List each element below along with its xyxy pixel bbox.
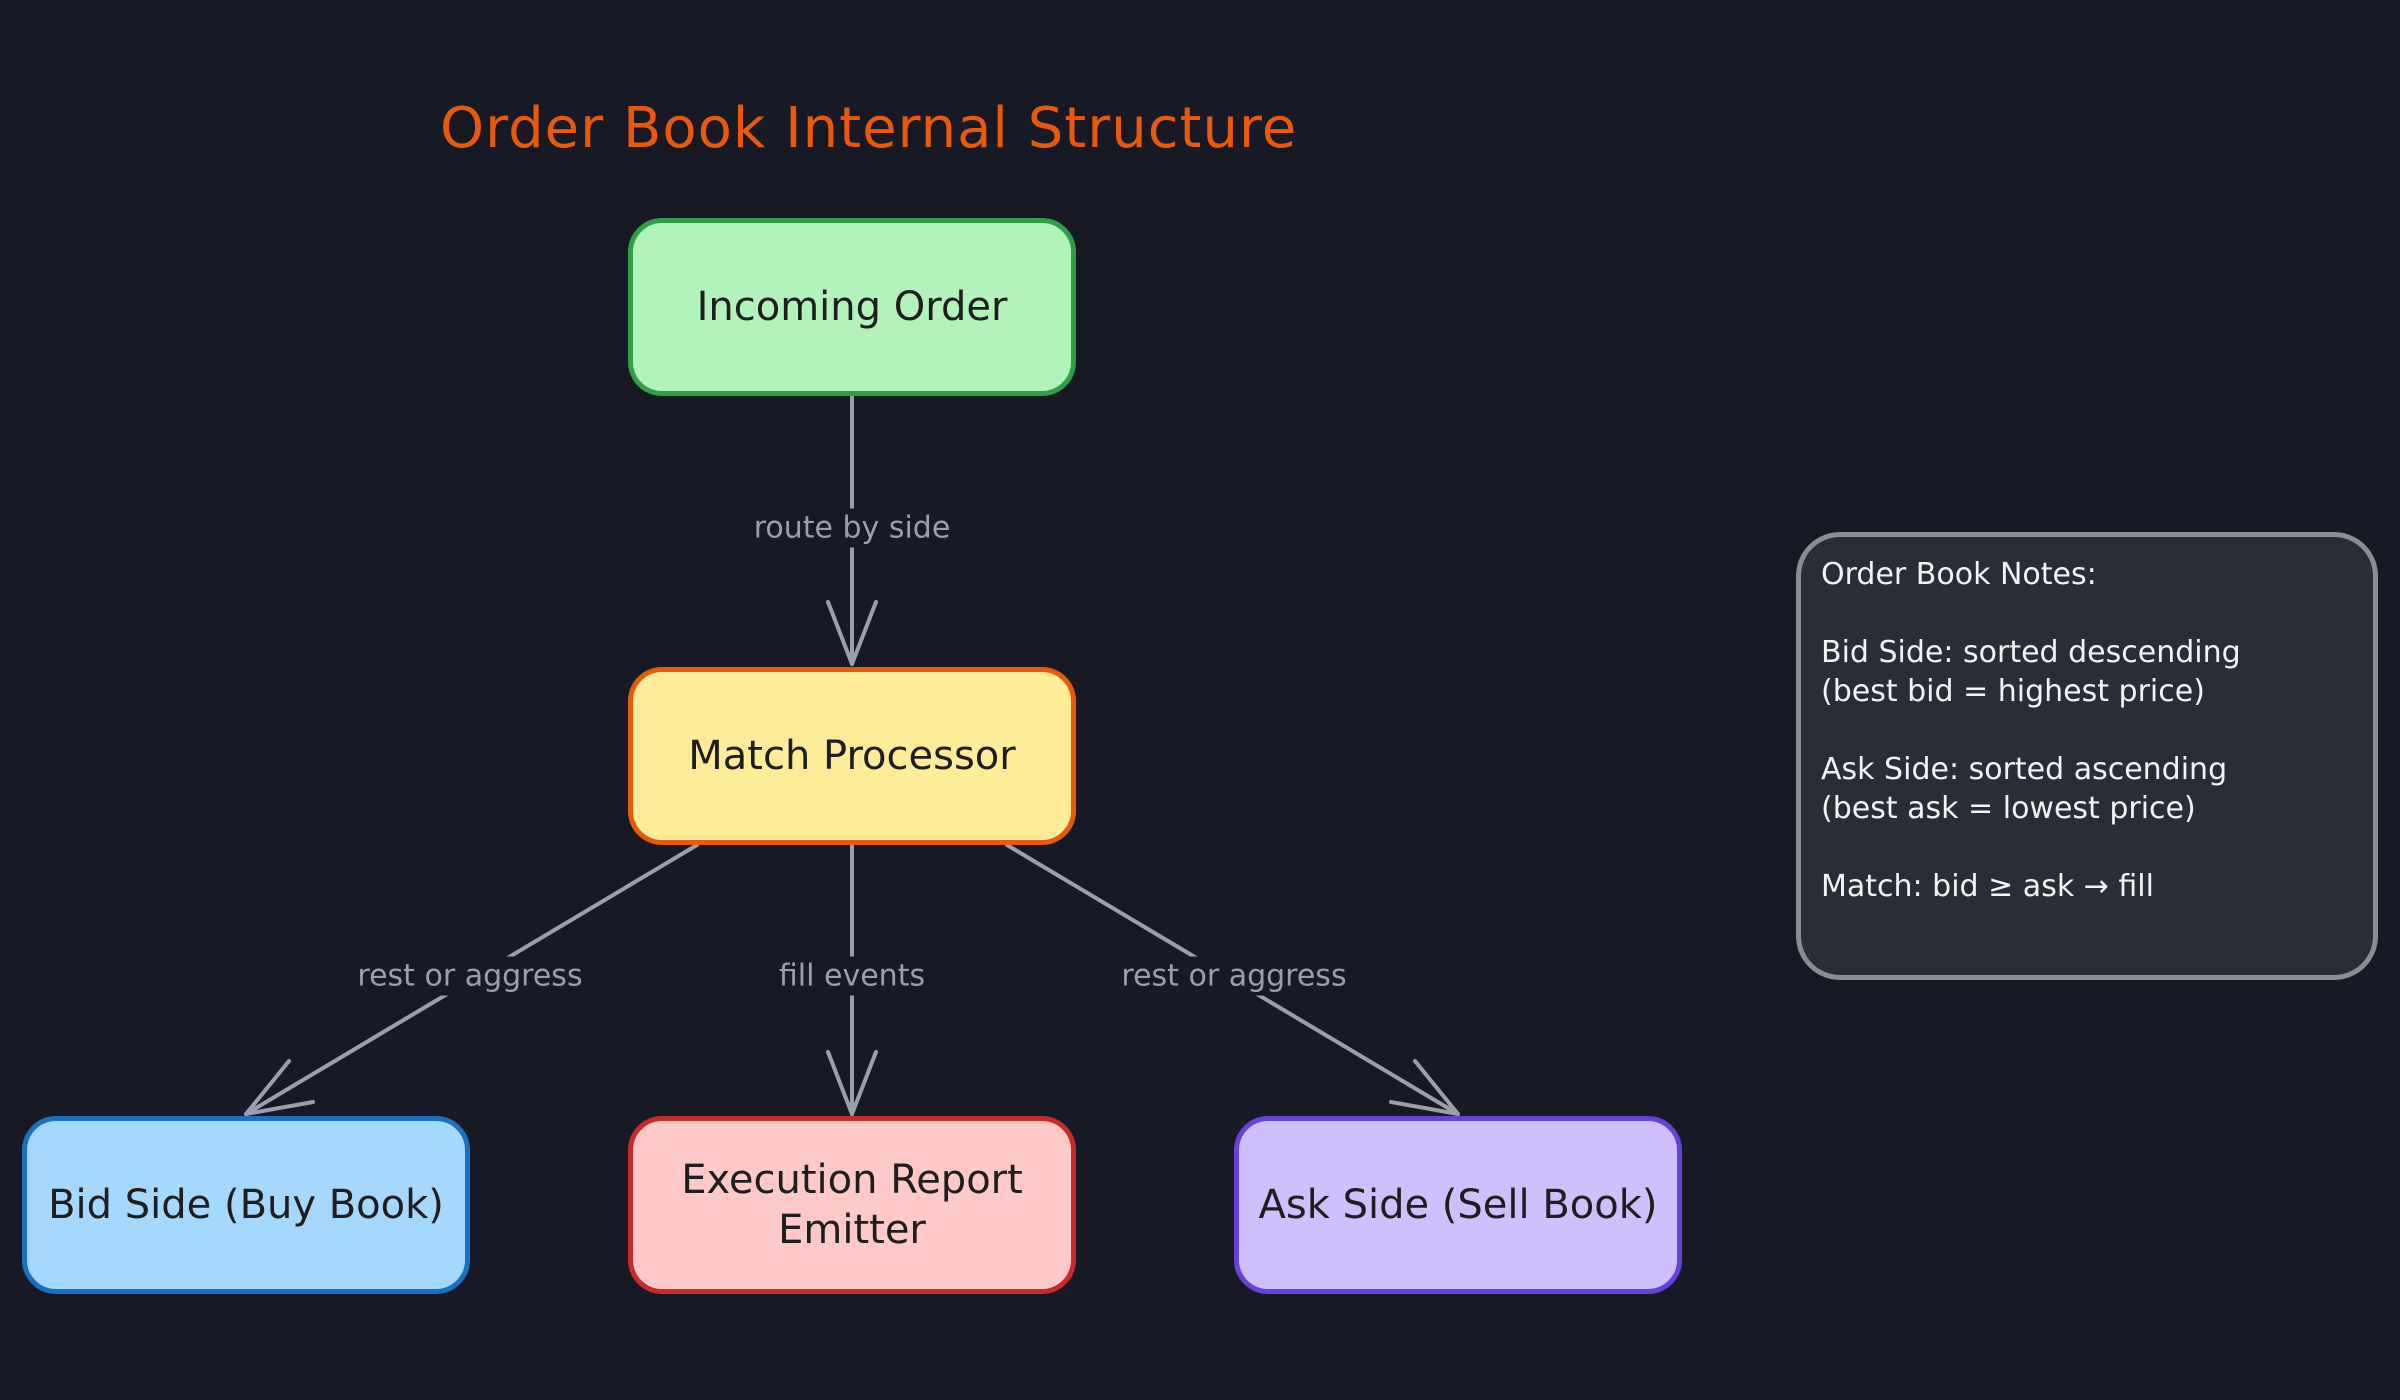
node-ask-side[interactable]: Ask Side (Sell Book)	[1234, 1116, 1682, 1294]
notes-spacer	[1821, 711, 2353, 750]
notes-bid-sort: Bid Side: sorted descending	[1821, 635, 2241, 670]
edge-label-rest-or-aggress-bid: rest or aggress	[347, 956, 593, 996]
notes-match-rule: Match: bid ≥ ask → fill	[1821, 869, 2154, 904]
notes-bid-best: (best bid = highest price)	[1821, 674, 2205, 709]
notes-ask-best: (best ask = lowest price)	[1821, 791, 2196, 826]
node-match-processor[interactable]: Match Processor	[628, 667, 1076, 845]
node-bid-side[interactable]: Bid Side (Buy Book)	[22, 1116, 470, 1294]
node-incoming-order[interactable]: Incoming Order	[628, 218, 1076, 396]
edge-label-route-by-side: route by side	[743, 508, 961, 548]
notes-heading: Order Book Notes:	[1821, 557, 2097, 592]
notes-ask-sort: Ask Side: sorted ascending	[1821, 752, 2228, 787]
notes-spacer	[1821, 828, 2353, 867]
diagram-title: Order Book Internal Structure	[440, 96, 1298, 161]
edge-label-rest-or-aggress-ask: rest or aggress	[1111, 956, 1357, 996]
order-book-notes[interactable]: Order Book Notes: Bid Side: sorted desce…	[1796, 532, 2378, 980]
notes-spacer	[1821, 594, 2353, 633]
node-execution-report-emitter[interactable]: Execution Report Emitter	[628, 1116, 1076, 1294]
edge-label-fill-events: fill events	[768, 956, 936, 996]
